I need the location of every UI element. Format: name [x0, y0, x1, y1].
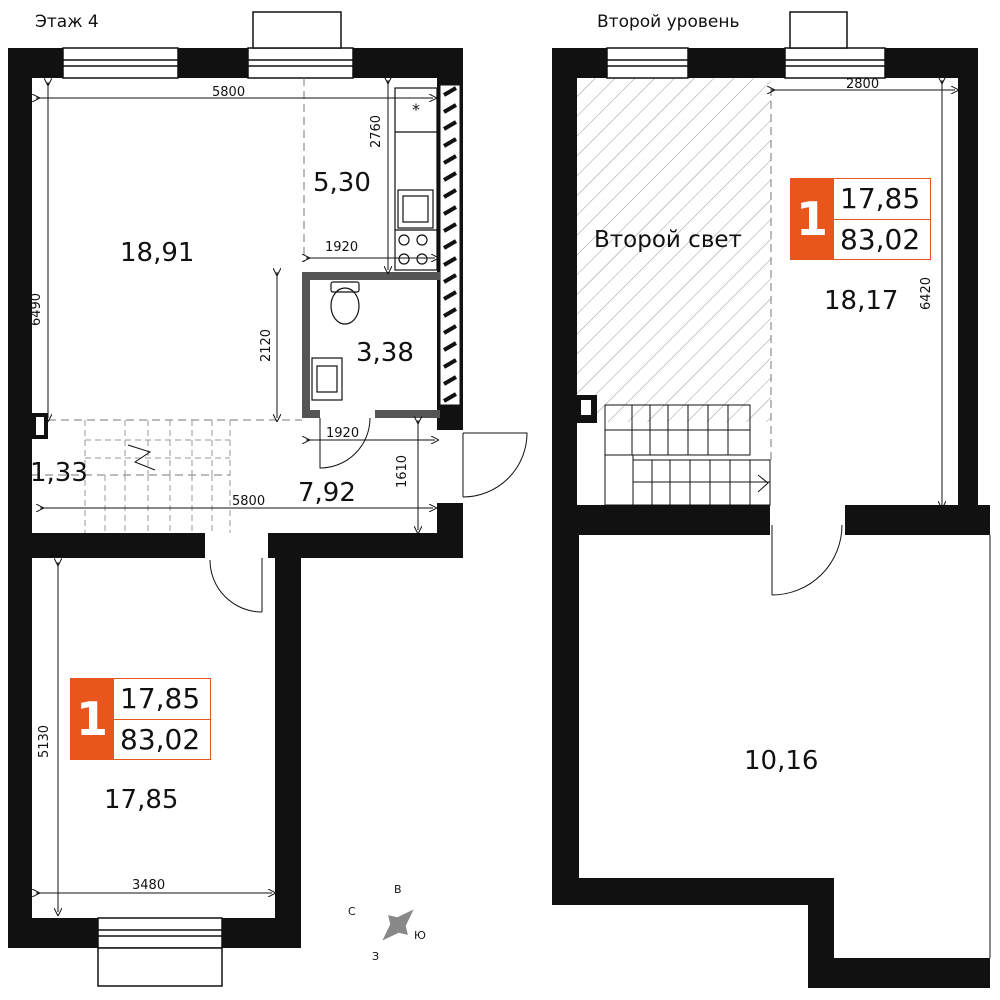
apartment-badge-right: 1 17,85 83,02 [790, 178, 931, 260]
dim-hall-width: 5800 [232, 494, 266, 509]
room-area-lower: 10,16 [744, 746, 819, 776]
left-stairs [84, 420, 231, 533]
dim-right-width: 2800 [846, 77, 880, 92]
apartment-badge-left: 1 17,85 83,02 [70, 678, 211, 760]
left-right-window-strip [439, 84, 461, 406]
kitchen-counter [394, 87, 438, 271]
badge-living-area: 17,85 [114, 679, 210, 720]
dim-right-height: 6420 [919, 276, 935, 311]
right-stairs [604, 404, 771, 506]
second-light-label: Второй свет [594, 227, 742, 253]
room-area-bath: 3,38 [356, 338, 414, 368]
room-area-living: 18,91 [120, 238, 195, 268]
toilet [330, 281, 360, 325]
compass-south: Ю [414, 929, 426, 942]
left-floor-title: Этаж 4 [35, 12, 99, 32]
right-windows [606, 11, 886, 79]
right-floor-title: Второй уровень [597, 12, 740, 32]
room-area-kitchen: 5,30 [313, 168, 371, 198]
dim-bedroom-height: 5130 [37, 724, 53, 759]
right-dim-lines [771, 80, 955, 505]
dim-top-width: 5800 [212, 85, 246, 100]
room-area-upper: 18,17 [824, 286, 899, 316]
compass-west: З [372, 950, 380, 963]
compass-east: В [394, 883, 402, 896]
bathroom-partition [302, 272, 440, 418]
bath-sink [311, 357, 343, 401]
left-windows [62, 11, 354, 987]
zone-lines [32, 78, 305, 476]
badge-room-count-right: 1 [790, 178, 834, 260]
stair-post-inner [36, 417, 44, 435]
compass-icon [382, 909, 414, 941]
left-doors [209, 417, 528, 613]
room-area-hall: 7,92 [298, 478, 356, 508]
right-doors [771, 524, 991, 958]
dim-bath-height: 2120 [259, 328, 275, 363]
compass-north: С [348, 905, 356, 918]
stair-arrow [127, 444, 156, 471]
second-light-zone [577, 78, 771, 422]
dim-bedroom-width: 3480 [132, 878, 166, 893]
dim-hall-height: 1610 [395, 454, 411, 489]
dim-living-height: 6490 [29, 292, 45, 327]
room-area-stair: 1,33 [30, 458, 88, 488]
hood-icon: * [412, 100, 420, 119]
dim-bath-width: 1920 [326, 426, 360, 441]
badge-total-area-right: 83,02 [840, 222, 921, 256]
badge-living-area-right: 17,85 [834, 179, 930, 220]
badge-total-area: 83,02 [120, 722, 201, 756]
right-stair-post-inner [581, 400, 591, 415]
dim-kitchen-width: 1920 [325, 240, 359, 255]
left-dim-lines [36, 80, 435, 912]
dim-kitchen-height: 2760 [369, 114, 385, 149]
badge-room-count: 1 [70, 678, 114, 760]
room-area-bedroom: 17,85 [104, 785, 179, 815]
right-floor-walls [552, 48, 990, 988]
